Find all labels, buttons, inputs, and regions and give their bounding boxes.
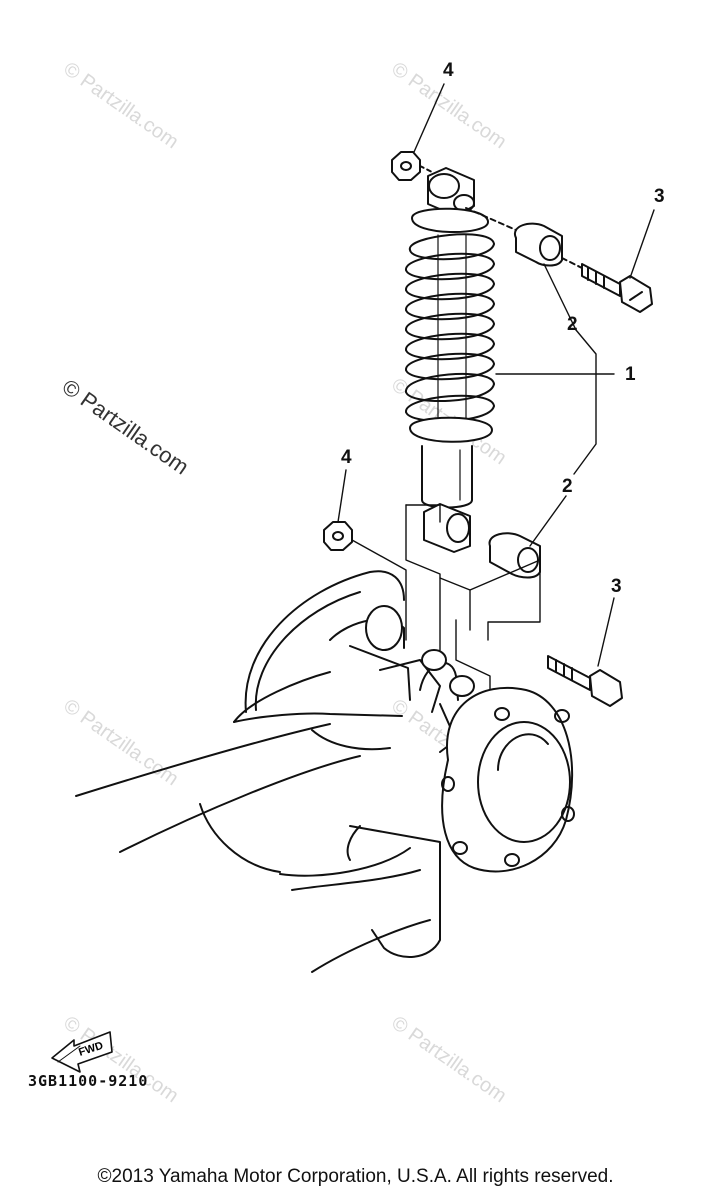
forward-arrow-icon [51,1031,113,1073]
callout-number: 3 [611,576,622,597]
callout-leaders [337,83,655,667]
lower-nut-part [323,521,353,551]
callout-number: 2 [567,314,578,335]
callout-number: 4 [443,60,454,81]
callout-number: 3 [654,186,665,207]
upper-collar-part [513,222,563,267]
lower-collar-part [488,532,541,579]
upper-bolt-part [581,263,653,313]
upper-nut-part [391,151,421,181]
callout-number: 2 [562,476,573,497]
diagram-part-code: 3GB1100-9210 [28,1072,149,1090]
lower-bolt-part [547,655,623,707]
callout-number: 4 [341,447,352,468]
axle-housing-part [75,570,475,973]
wheel-hub-part [441,686,575,873]
shock-absorber-part [404,167,495,553]
copyright-notice: ©2013 Yamaha Motor Corporation, U.S.A. A… [97,1166,614,1187]
callout-number: 1 [625,364,636,385]
